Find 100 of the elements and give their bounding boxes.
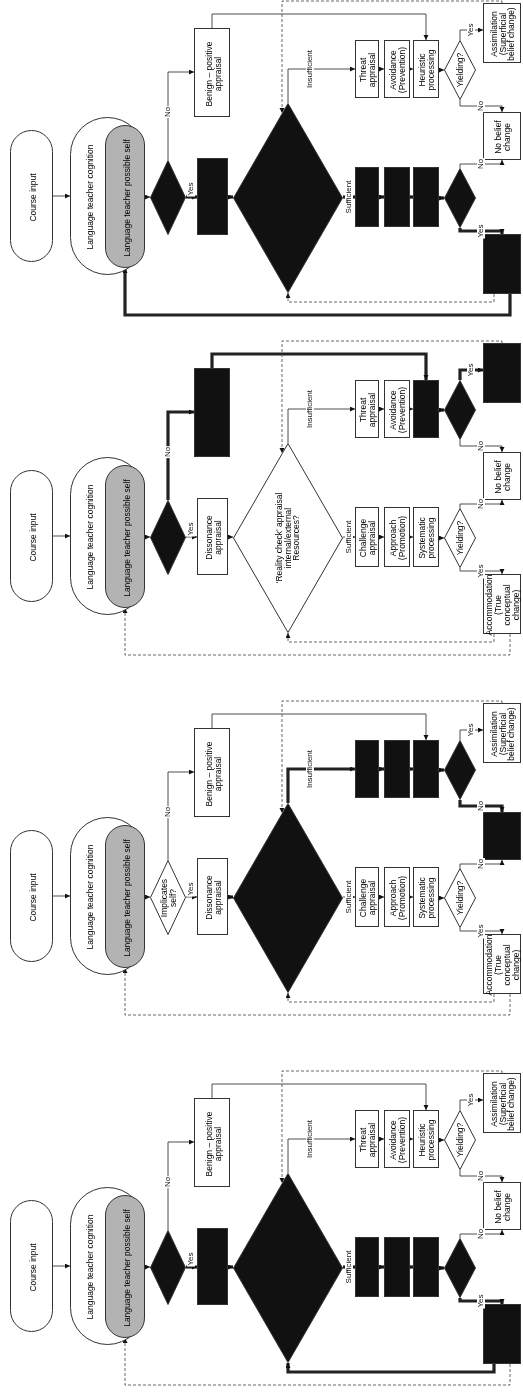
- connector-arrow: [228, 194, 233, 200]
- connector-arrow: [438, 895, 445, 901]
- node-label: Language teacher possible self: [121, 838, 131, 957]
- node-label: Course input: [28, 872, 37, 922]
- decision-diamond: [233, 1173, 343, 1363]
- node-label: No belief change: [494, 119, 512, 156]
- terminal-pill: [10, 470, 53, 602]
- connector-arrow: [378, 534, 385, 540]
- connector-arrow: [408, 1264, 413, 1270]
- decision-diamond: [444, 740, 476, 800]
- process-box: [483, 343, 521, 403]
- node-label: Yielding?: [455, 1122, 465, 1158]
- highlighted-pill: [105, 825, 145, 968]
- terminal-pill: [10, 830, 53, 962]
- edge-label: Insufficient: [306, 48, 314, 90]
- node-label: Benign – positive appraisal: [204, 1110, 222, 1178]
- edge-label: Insufficient: [306, 748, 314, 790]
- edge-label: No: [477, 857, 485, 871]
- process-box: [483, 112, 521, 160]
- node-label: Threat appraisal: [359, 51, 377, 90]
- edge-label: Sufficient: [345, 519, 353, 555]
- connector-arrow: [438, 1137, 445, 1143]
- connector-arrow: [166, 409, 194, 500]
- edge-label: Yes: [467, 22, 475, 38]
- connector-arrow: [458, 228, 505, 234]
- decision-diamond: [150, 500, 186, 575]
- connector-arrow: [408, 66, 414, 72]
- process-box: [355, 867, 379, 927]
- node-label: Threat appraisal: [359, 1121, 377, 1160]
- connector-arrow: [228, 1264, 233, 1270]
- decision-diamond: [444, 168, 476, 228]
- process-box: [355, 380, 379, 438]
- process-box: [384, 867, 410, 927]
- connector-arrow: [378, 66, 385, 72]
- decision-diamond: [150, 860, 186, 935]
- edge-label: Sufficient: [345, 1249, 353, 1285]
- process-box: [194, 1098, 230, 1187]
- node-label: Systematic processing: [418, 516, 436, 561]
- process-box: [483, 1182, 521, 1230]
- edge-label: Sufficient: [345, 179, 353, 215]
- node-label: Systematic processing: [418, 876, 436, 921]
- highlighted-pill: [105, 125, 145, 268]
- node-label: Course input: [28, 512, 37, 562]
- node-label: Yielding?: [455, 880, 465, 916]
- connector-arrow: [379, 194, 384, 200]
- node-label: Approach (Promotion): [389, 874, 407, 923]
- decision-diamond: [150, 160, 186, 235]
- node-label: Language teacher cognition: [85, 844, 95, 950]
- edge-label: No: [477, 1227, 485, 1241]
- node-label: Challenge appraisal: [359, 517, 377, 560]
- edge-label: No: [477, 497, 485, 511]
- edge-label: No: [164, 445, 172, 459]
- process-box: [384, 40, 410, 98]
- node-label: Yielding?: [455, 52, 465, 88]
- connector-arrow: [408, 194, 413, 200]
- node-label: Challenge appraisal: [359, 877, 377, 920]
- process-box: [355, 1237, 379, 1297]
- node-label: Dissonance appraisal: [204, 874, 223, 922]
- node-label: Assimilation (Superficial belief change): [489, 706, 517, 762]
- connector-arrow: [438, 67, 445, 73]
- process-box: [384, 1237, 410, 1297]
- process-box: [483, 3, 521, 63]
- edge-label: No: [164, 1175, 172, 1189]
- process-box: [483, 703, 521, 763]
- node-label: Language teacher possible self: [121, 1208, 131, 1327]
- decision-diamond: [444, 1110, 476, 1170]
- connector-arrow: [379, 1264, 384, 1270]
- connector-arrow: [458, 1298, 505, 1304]
- node-label: Language teacher cognition: [85, 1214, 95, 1320]
- process-box: [413, 1237, 439, 1297]
- node-label: Avoidance (Prevention): [389, 45, 407, 96]
- connector-arrow: [408, 534, 414, 540]
- process-box: [483, 234, 521, 294]
- node-label: Threat appraisal: [359, 391, 377, 430]
- node-label: Heuristic processing: [418, 48, 436, 93]
- process-box: [413, 867, 439, 927]
- node-label: Benign – positive appraisal: [204, 40, 222, 108]
- process-box: [194, 368, 230, 457]
- edge-label: No: [477, 439, 485, 453]
- process-box: [413, 380, 439, 438]
- edge-label: No: [477, 1169, 485, 1183]
- process-box: [197, 158, 228, 235]
- process-box: [384, 380, 410, 438]
- process-box: [413, 167, 439, 227]
- edge-label: Yes: [477, 563, 485, 579]
- node-label: Avoidance (Prevention): [389, 1115, 407, 1166]
- highlighted-pill: [105, 465, 145, 608]
- edge-label: Yes: [467, 362, 475, 378]
- connector-arrow: [439, 767, 444, 773]
- process-box: [413, 1110, 439, 1168]
- connector-arrow: [439, 1265, 444, 1271]
- decision-diamond: [444, 40, 476, 100]
- connector-arrow: [228, 894, 233, 900]
- node-label: No belief change: [494, 1189, 512, 1226]
- node-label: Assimilation (Superficial belief change): [489, 1076, 517, 1132]
- decision-diamond: [444, 508, 476, 568]
- process-box: [483, 812, 521, 860]
- node-label: Accommodation (True conceptual change): [485, 574, 521, 636]
- process-box: [483, 452, 521, 500]
- process-box: [197, 498, 228, 575]
